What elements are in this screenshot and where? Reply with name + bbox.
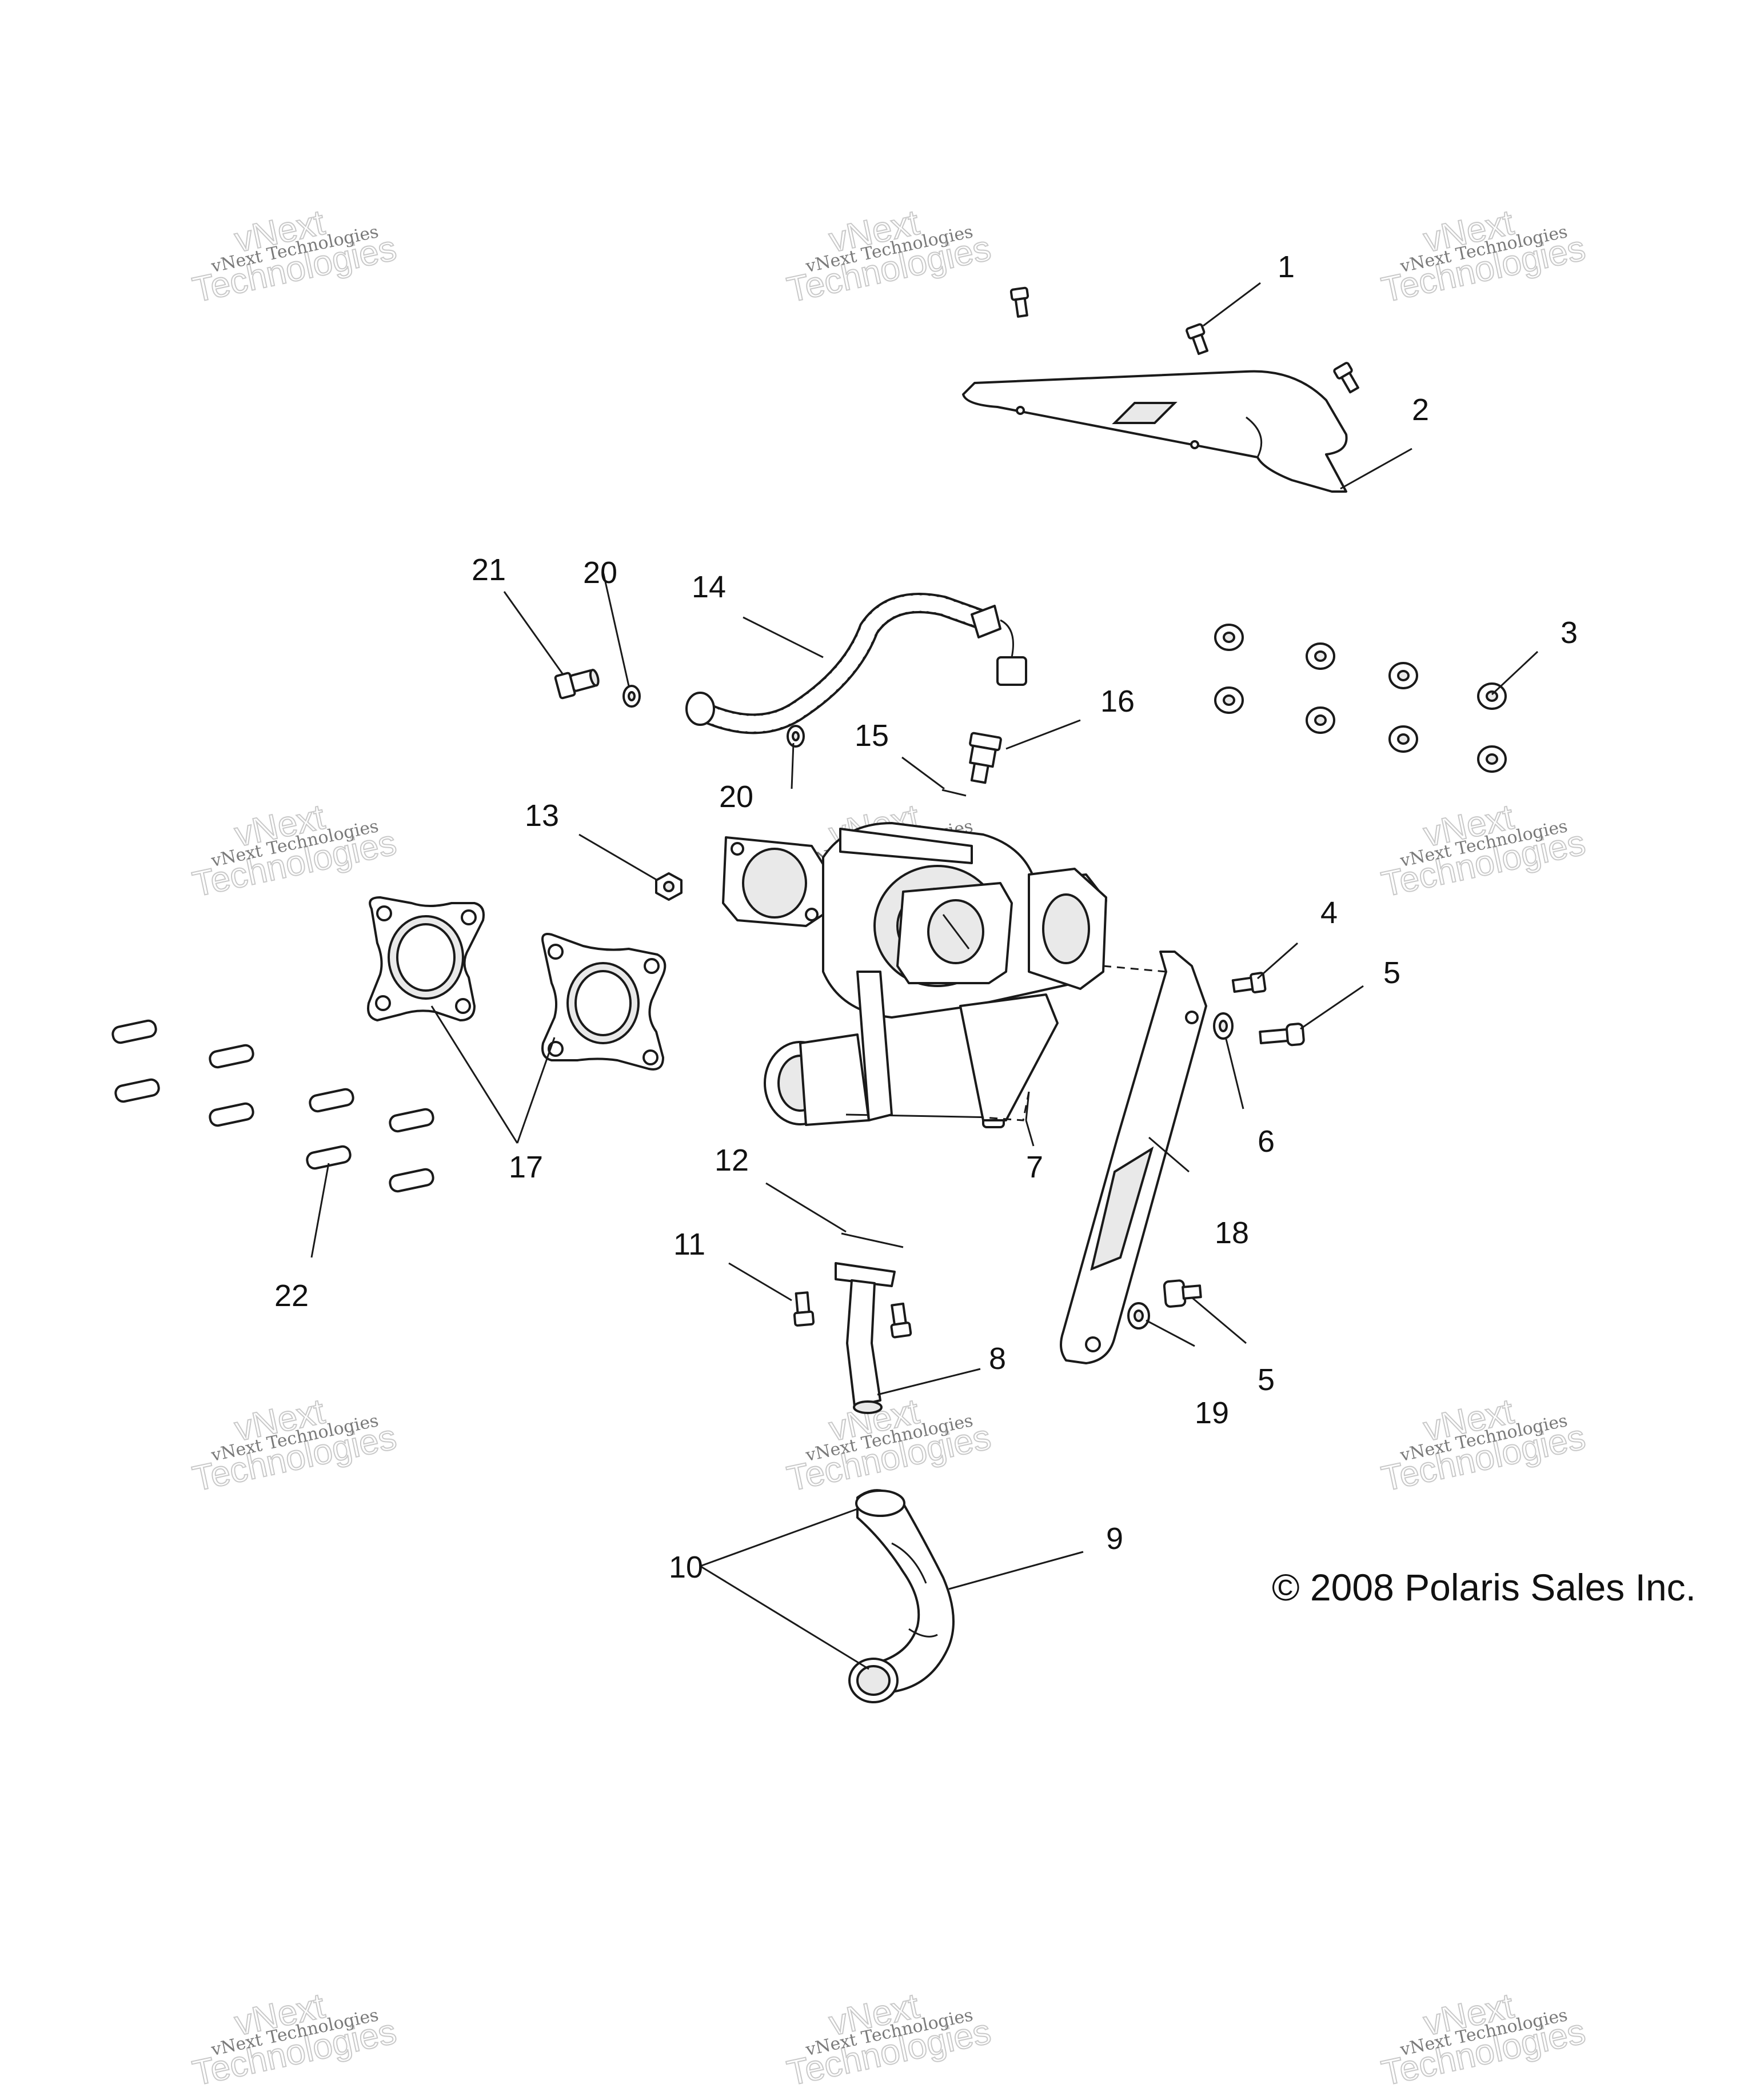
callout-18: 18 (1215, 1216, 1249, 1250)
part-22-studs (111, 1019, 434, 1193)
callout-13: 13 (525, 799, 559, 833)
part-12-gasket (841, 1232, 904, 1248)
part-9-hose (848, 1489, 955, 1703)
callout-3: 3 (1561, 616, 1578, 650)
callout-1: 1 (1278, 250, 1295, 284)
part-2-heat-shield (962, 370, 1348, 493)
part-18-bracket (1060, 951, 1207, 1364)
watermark-group: vNext Technologies vNext Technologies vN… (189, 202, 1589, 2094)
callout-4: 4 (1320, 896, 1338, 930)
callout-19: 19 (1195, 1396, 1229, 1430)
part-5-bolt-lower (1163, 1279, 1202, 1308)
part-3-nuts (1214, 624, 1507, 773)
watermark: vNext Technologies vNext Technologies (189, 202, 400, 311)
part-4-bolt (1231, 972, 1267, 993)
callout-10: 10 (669, 1550, 703, 1584)
callout-12: 12 (715, 1143, 749, 1177)
callout-5b: 5 (1258, 1363, 1275, 1397)
watermark: vNext Technologies vNext Technologies (1378, 1986, 1589, 2094)
callout-17: 17 (509, 1150, 543, 1184)
part-17-gaskets (367, 896, 667, 1071)
copyright-notice: © 2008 Polaris Sales Inc. (1272, 1566, 1696, 1608)
part-21-fitting (554, 669, 600, 700)
callout-20b: 20 (719, 780, 753, 814)
callout-8: 8 (989, 1342, 1006, 1376)
part-8-drain-tube (835, 1262, 896, 1414)
watermark: vNext Technologies vNext Technologies (783, 202, 995, 311)
part-15-clip (941, 789, 967, 797)
leader-lines (310, 282, 1539, 1670)
callout-14: 14 (692, 570, 726, 604)
part-11-bolts (793, 1291, 912, 1339)
callout-20a: 20 (583, 556, 617, 590)
watermark: vNext Technologies vNext Technologies (189, 797, 400, 905)
callout-labels: 1 2 3 4 5 5 6 7 8 9 10 11 12 13 14 15 16… (274, 250, 1578, 1584)
part-14-oil-line (685, 593, 1027, 734)
callout-16: 16 (1100, 684, 1135, 718)
part-19-washer (1127, 1302, 1150, 1330)
watermark: vNext Technologies vNext Technologies (189, 1391, 400, 1500)
callout-11: 11 (673, 1227, 705, 1261)
part-5-bolt (1259, 1023, 1305, 1047)
callout-9: 9 (1106, 1522, 1123, 1556)
watermark: vNext Technologies vNext Technologies (189, 1986, 400, 2094)
part-6-washer (1213, 1012, 1234, 1040)
callout-2: 2 (1412, 393, 1429, 427)
callout-7: 7 (1026, 1150, 1043, 1184)
callout-15: 15 (855, 718, 889, 753)
watermark: vNext Technologies vNext Technologies (783, 1986, 995, 2094)
callout-5a: 5 (1383, 956, 1400, 990)
watermark: vNext Technologies vNext Technologies (783, 1391, 995, 1500)
part-13-nut (655, 872, 683, 901)
watermark: vNext Technologies vNext Technologies (1378, 1391, 1589, 1500)
part-16-fitting (969, 732, 1002, 784)
callout-22: 22 (274, 1279, 309, 1313)
turbocharger-assembly (722, 822, 1107, 1128)
watermark: vNext Technologies vNext Technologies (1378, 797, 1589, 905)
part-20-washers (622, 685, 805, 748)
watermark: vNext Technologies vNext Technologies (1378, 202, 1589, 311)
callout-21: 21 (472, 553, 506, 587)
callout-6: 6 (1258, 1124, 1275, 1159)
part-1-screws (1009, 286, 1359, 394)
